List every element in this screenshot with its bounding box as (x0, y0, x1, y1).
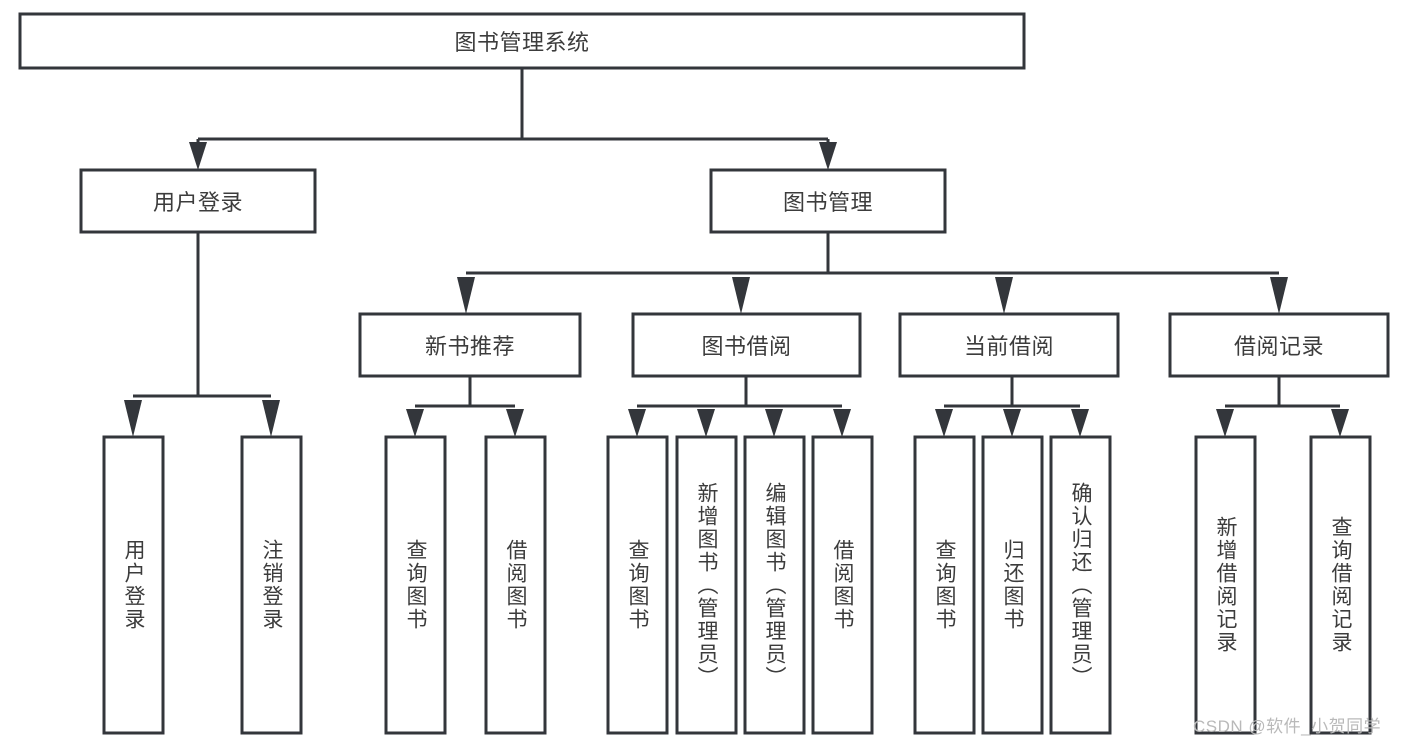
node-box-leaf-confirm-return[interactable] (1049, 435, 1112, 735)
arrow-head-leaf-query-book-rec (406, 409, 424, 437)
node-box-leaf-query-record[interactable] (1309, 435, 1372, 735)
node-box-leaf-logout[interactable] (240, 435, 303, 735)
node-box-leaf-query-book-rec[interactable] (384, 435, 447, 735)
arrow-head-leaf-borrow-book-rec (506, 409, 524, 437)
node-box-leaf-edit-book[interactable] (743, 435, 806, 735)
node-box-leaf-add-book[interactable] (675, 435, 738, 735)
arrow-head-current-borrow (995, 277, 1013, 314)
node-box-new-book-rec[interactable] (358, 312, 582, 378)
arrow-head-leaf-query-book-cur (935, 409, 953, 437)
node-box-leaf-query-book-borrow[interactable] (606, 435, 669, 735)
arrow-head-leaf-edit-book (765, 409, 783, 437)
arrow-head-leaf-return-book (1003, 409, 1021, 437)
arrow-head-new-book-rec (457, 277, 475, 314)
node-box-user-login[interactable] (79, 168, 317, 234)
csdn-watermark: CSDN @软件_小贺同学 (1193, 717, 1382, 736)
node-box-root[interactable] (18, 12, 1026, 70)
edge-group-new-book-rec (406, 376, 524, 437)
node-box-leaf-user-login[interactable] (102, 435, 165, 735)
node-box-current-borrow[interactable] (898, 312, 1120, 378)
arrow-head-leaf-user-login (124, 400, 142, 437)
arrow-head-leaf-borrow-book (833, 409, 851, 437)
arrow-head-book-borrow (732, 277, 750, 314)
arrow-head-leaf-query-record (1331, 409, 1349, 437)
edge-group-book-borrow (628, 376, 851, 437)
arrow-head-leaf-confirm-return (1071, 409, 1089, 437)
arrow-head-leaf-query-book-borrow (628, 409, 646, 437)
node-box-leaf-query-book-cur[interactable] (913, 435, 976, 735)
arrow-head-borrow-record (1270, 277, 1288, 314)
arrow-head-user-login (189, 142, 207, 170)
edge-group-user-login (124, 232, 280, 437)
arrow-head-leaf-add-record (1216, 409, 1234, 437)
node-box-leaf-borrow-book[interactable] (811, 435, 874, 735)
edge-group-book-manage (457, 232, 1288, 314)
edge-group-borrow-record (1216, 376, 1349, 437)
node-box-borrow-record[interactable] (1168, 312, 1390, 378)
node-box-book-manage[interactable] (709, 168, 947, 234)
arrow-head-book-manage (819, 142, 837, 170)
arrow-head-leaf-logout (262, 400, 280, 437)
node-box-leaf-add-record[interactable] (1194, 435, 1257, 735)
node-box-leaf-return-book[interactable] (981, 435, 1044, 735)
node-box-book-borrow[interactable] (631, 312, 862, 378)
node-box-leaf-borrow-book-rec[interactable] (484, 435, 547, 735)
edge-group-root (189, 68, 837, 170)
arrow-head-leaf-add-book (697, 409, 715, 437)
edge-group-current-borrow (935, 376, 1089, 437)
